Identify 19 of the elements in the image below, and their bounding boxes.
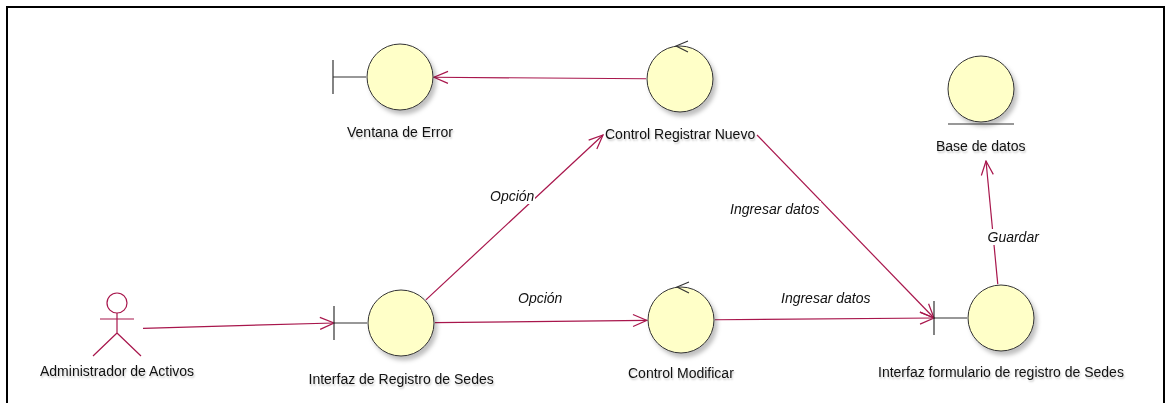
node-label: Administrador de Activos [40,363,195,379]
arrow [433,70,647,84]
edge-label: Opción [489,188,536,204]
arrow [425,134,604,301]
edge-label: Ingresar datos [729,201,821,217]
arrow [142,316,335,330]
node-label: Interfaz de Registro de Sedes [308,371,494,387]
node-label: Control Modificar [628,365,734,381]
arrow [756,134,935,319]
node-label: Ventana de Error [347,124,453,140]
node-label: Base de datos [936,138,1026,154]
node-label: Control Registrar Nuevo [605,126,756,142]
edge-label: Guardar [986,229,1040,245]
arrow [714,311,935,325]
edge-label: Ingresar datos [780,290,872,306]
node-label: Interfaz formulario de registro de Sedes [878,364,1124,380]
edge-label: Opción [517,290,564,306]
arrow [980,160,999,285]
arrow [434,313,648,328]
